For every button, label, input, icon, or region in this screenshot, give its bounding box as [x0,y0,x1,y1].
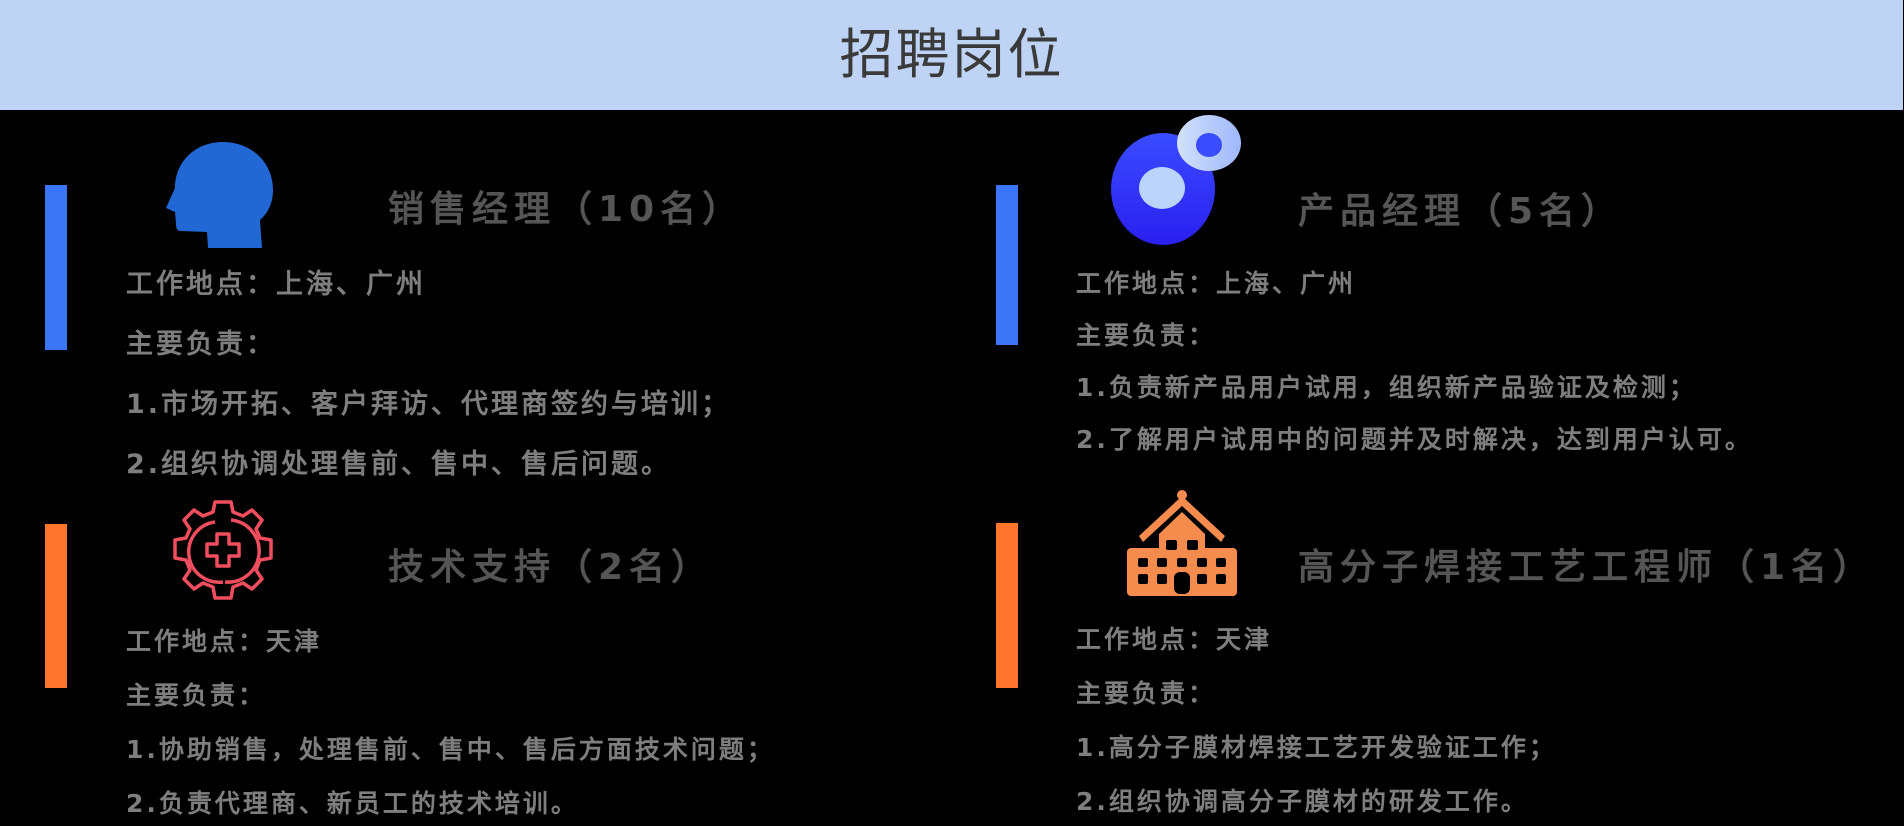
job-location: 工作地点：天津 [1076,625,1273,654]
accent-bar [996,185,1018,345]
accent-bar [45,185,67,350]
accent-bar [45,524,67,688]
duties-label: 主要负责： [126,329,276,360]
school-building-icon [1127,490,1237,596]
page-title: 招聘岗位 [839,23,1064,86]
job-location: 工作地点：上海、广州 [1076,269,1357,298]
duties-label: 主要负责： [126,681,267,710]
job-title: 高分子焊接工艺工程师（1名） [1298,547,1876,588]
job-title: 销售经理（10名） [388,189,745,230]
job-location: 工作地点：上海、广州 [126,269,426,300]
job-location: 工作地点：天津 [126,627,323,656]
duty-item: 1.负责新产品用户试用，组织新产品验证及检测； [1076,373,1697,402]
duty-item: 2.了解用户试用中的问题并及时解决，达到用户认可。 [1076,425,1753,454]
duties-label: 主要负责： [1076,321,1217,350]
head-profile-icon [166,142,273,248]
product-bubbles-icon [1111,115,1241,245]
duty-item: 2.负责代理商、新员工的技术培训。 [126,789,579,818]
gear-plus-icon [173,500,273,600]
job-title: 产品经理（5名） [1298,191,1624,232]
duty-item: 1.协助销售，处理售前、售中、售后方面技术问题； [126,735,775,764]
duty-item: 1.市场开拓、客户拜访、代理商签约与培训； [126,389,732,420]
duty-item: 2.组织协调高分子膜材的研发工作。 [1076,787,1529,816]
duty-item: 2.组织协调处理售前、售中、售后问题。 [126,449,672,480]
job-title: 技术支持（2名） [388,547,714,588]
duties-label: 主要负责： [1076,679,1217,708]
accent-bar [996,523,1018,688]
duty-item: 1.高分子膜材焊接工艺开发验证工作； [1076,733,1557,762]
header-banner: 招聘岗位 [0,0,1903,110]
